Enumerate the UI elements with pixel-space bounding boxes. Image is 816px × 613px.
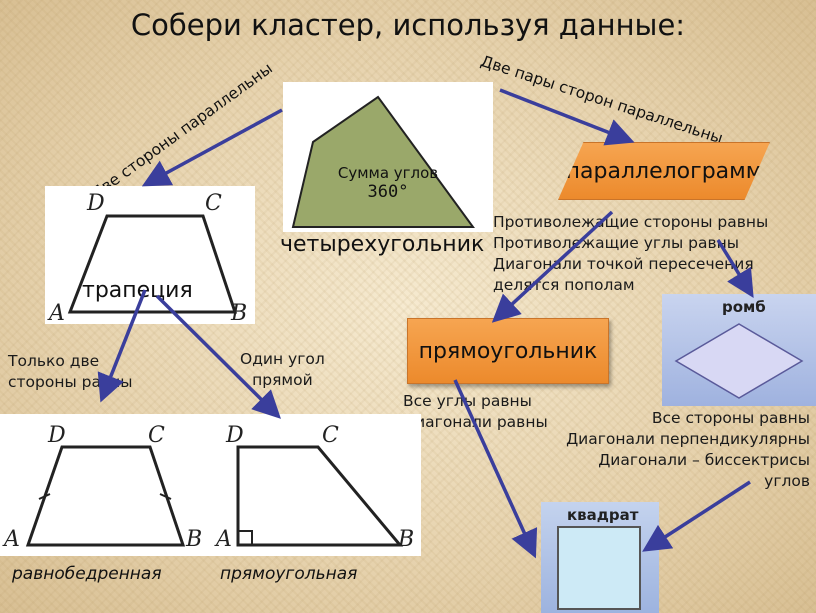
vertex-D: D [86, 191, 105, 216]
page-title: Собери кластер, используя данные: [130, 8, 686, 42]
isos-cond-line1: Только две стороны равны [8, 352, 133, 391]
vertex-A: A [47, 301, 65, 324]
rectangle-box: прямоугольник [407, 318, 609, 384]
rectangle-properties: Все углы равны Диагонали равны [403, 391, 548, 433]
square-label: квадрат [567, 506, 639, 524]
rhomb-prop-3: Диагонали – биссектрисы [598, 451, 810, 469]
quadrilateral-shape [291, 95, 475, 228]
edge-label-isosceles: Только две стороны равны [8, 351, 133, 393]
par-prop-4: делятся пополам [493, 276, 635, 294]
trapezoid-label: трапеция [82, 278, 193, 303]
trapezoid-panel: D C A B [45, 186, 255, 326]
vertex-B: B [230, 301, 247, 324]
rectangle-label: прямоугольник [418, 338, 598, 364]
square-panel: квадрат [541, 502, 659, 613]
par-prop-1: Противолежащие стороны равны [493, 213, 769, 231]
isosceles-label: равнобедренная [12, 564, 162, 584]
square-shape [557, 526, 641, 610]
isosceles-trapezoid: D C A B [2, 423, 202, 552]
angle-sum-value: 360° [367, 182, 409, 202]
right-vertex-A: A [214, 527, 232, 552]
right-vertex-C: C [322, 423, 339, 448]
right-trapezoid-label: прямоугольная [220, 564, 358, 584]
quadrilateral-panel: Сумма углов 360° [283, 82, 493, 232]
trapezoid-shape: D C A B [47, 191, 247, 326]
isos-vertex-D: D [47, 423, 66, 448]
par-prop-3: Диагонали точкой пересечения [493, 255, 754, 273]
quad-inner-text: Сумма углов 360° [313, 164, 463, 202]
quadrilateral-label: четырехугольник [280, 232, 485, 257]
parallelogram-box: параллелограмм [558, 142, 770, 200]
rhombus-panel: ромб [662, 294, 816, 406]
rhomb-prop-1: Все стороны равны [651, 409, 810, 427]
angle-sum-label: Сумма углов [337, 164, 439, 182]
vertex-C: C [205, 191, 222, 216]
rhomb-prop-4: углов [764, 472, 810, 490]
rhombus-shape [674, 323, 804, 399]
rect-prop-1: Все углы равны [403, 392, 532, 410]
isos-vertex-B: B [185, 527, 202, 552]
right-vertex-D: D [225, 423, 244, 448]
rhomb-prop-2: Диагонали перпендикулярны [566, 430, 810, 448]
right-cond-line1: Один угол прямой [240, 350, 325, 389]
right-vertex-B: B [397, 527, 414, 552]
par-prop-2: Противолежащие углы равны [493, 234, 739, 252]
isos-vertex-C: C [148, 423, 165, 448]
rect-prop-2: Диагонали равны [403, 413, 548, 431]
edge-label-right: Один угол прямой [240, 349, 325, 391]
edge-label-two-sides: Две стороны параллельны [88, 59, 276, 203]
kinds-shapes: D C A B D C A B [2, 423, 414, 552]
right-trapezoid: D C A B [214, 423, 414, 552]
kinds-panel: D C A B D C A B [0, 414, 421, 556]
rhombus-properties: Все стороны равны Диагонали перпендикуля… [546, 408, 810, 492]
parallelogram-label: параллелограмм [565, 158, 763, 184]
rhombus-label: ромб [722, 298, 766, 316]
edge-label-two-pairs: Две пары сторон параллельны [478, 52, 726, 148]
parallelogram-properties: Противолежащие стороны равны Противолежа… [493, 212, 768, 296]
isos-vertex-A: A [2, 527, 20, 552]
